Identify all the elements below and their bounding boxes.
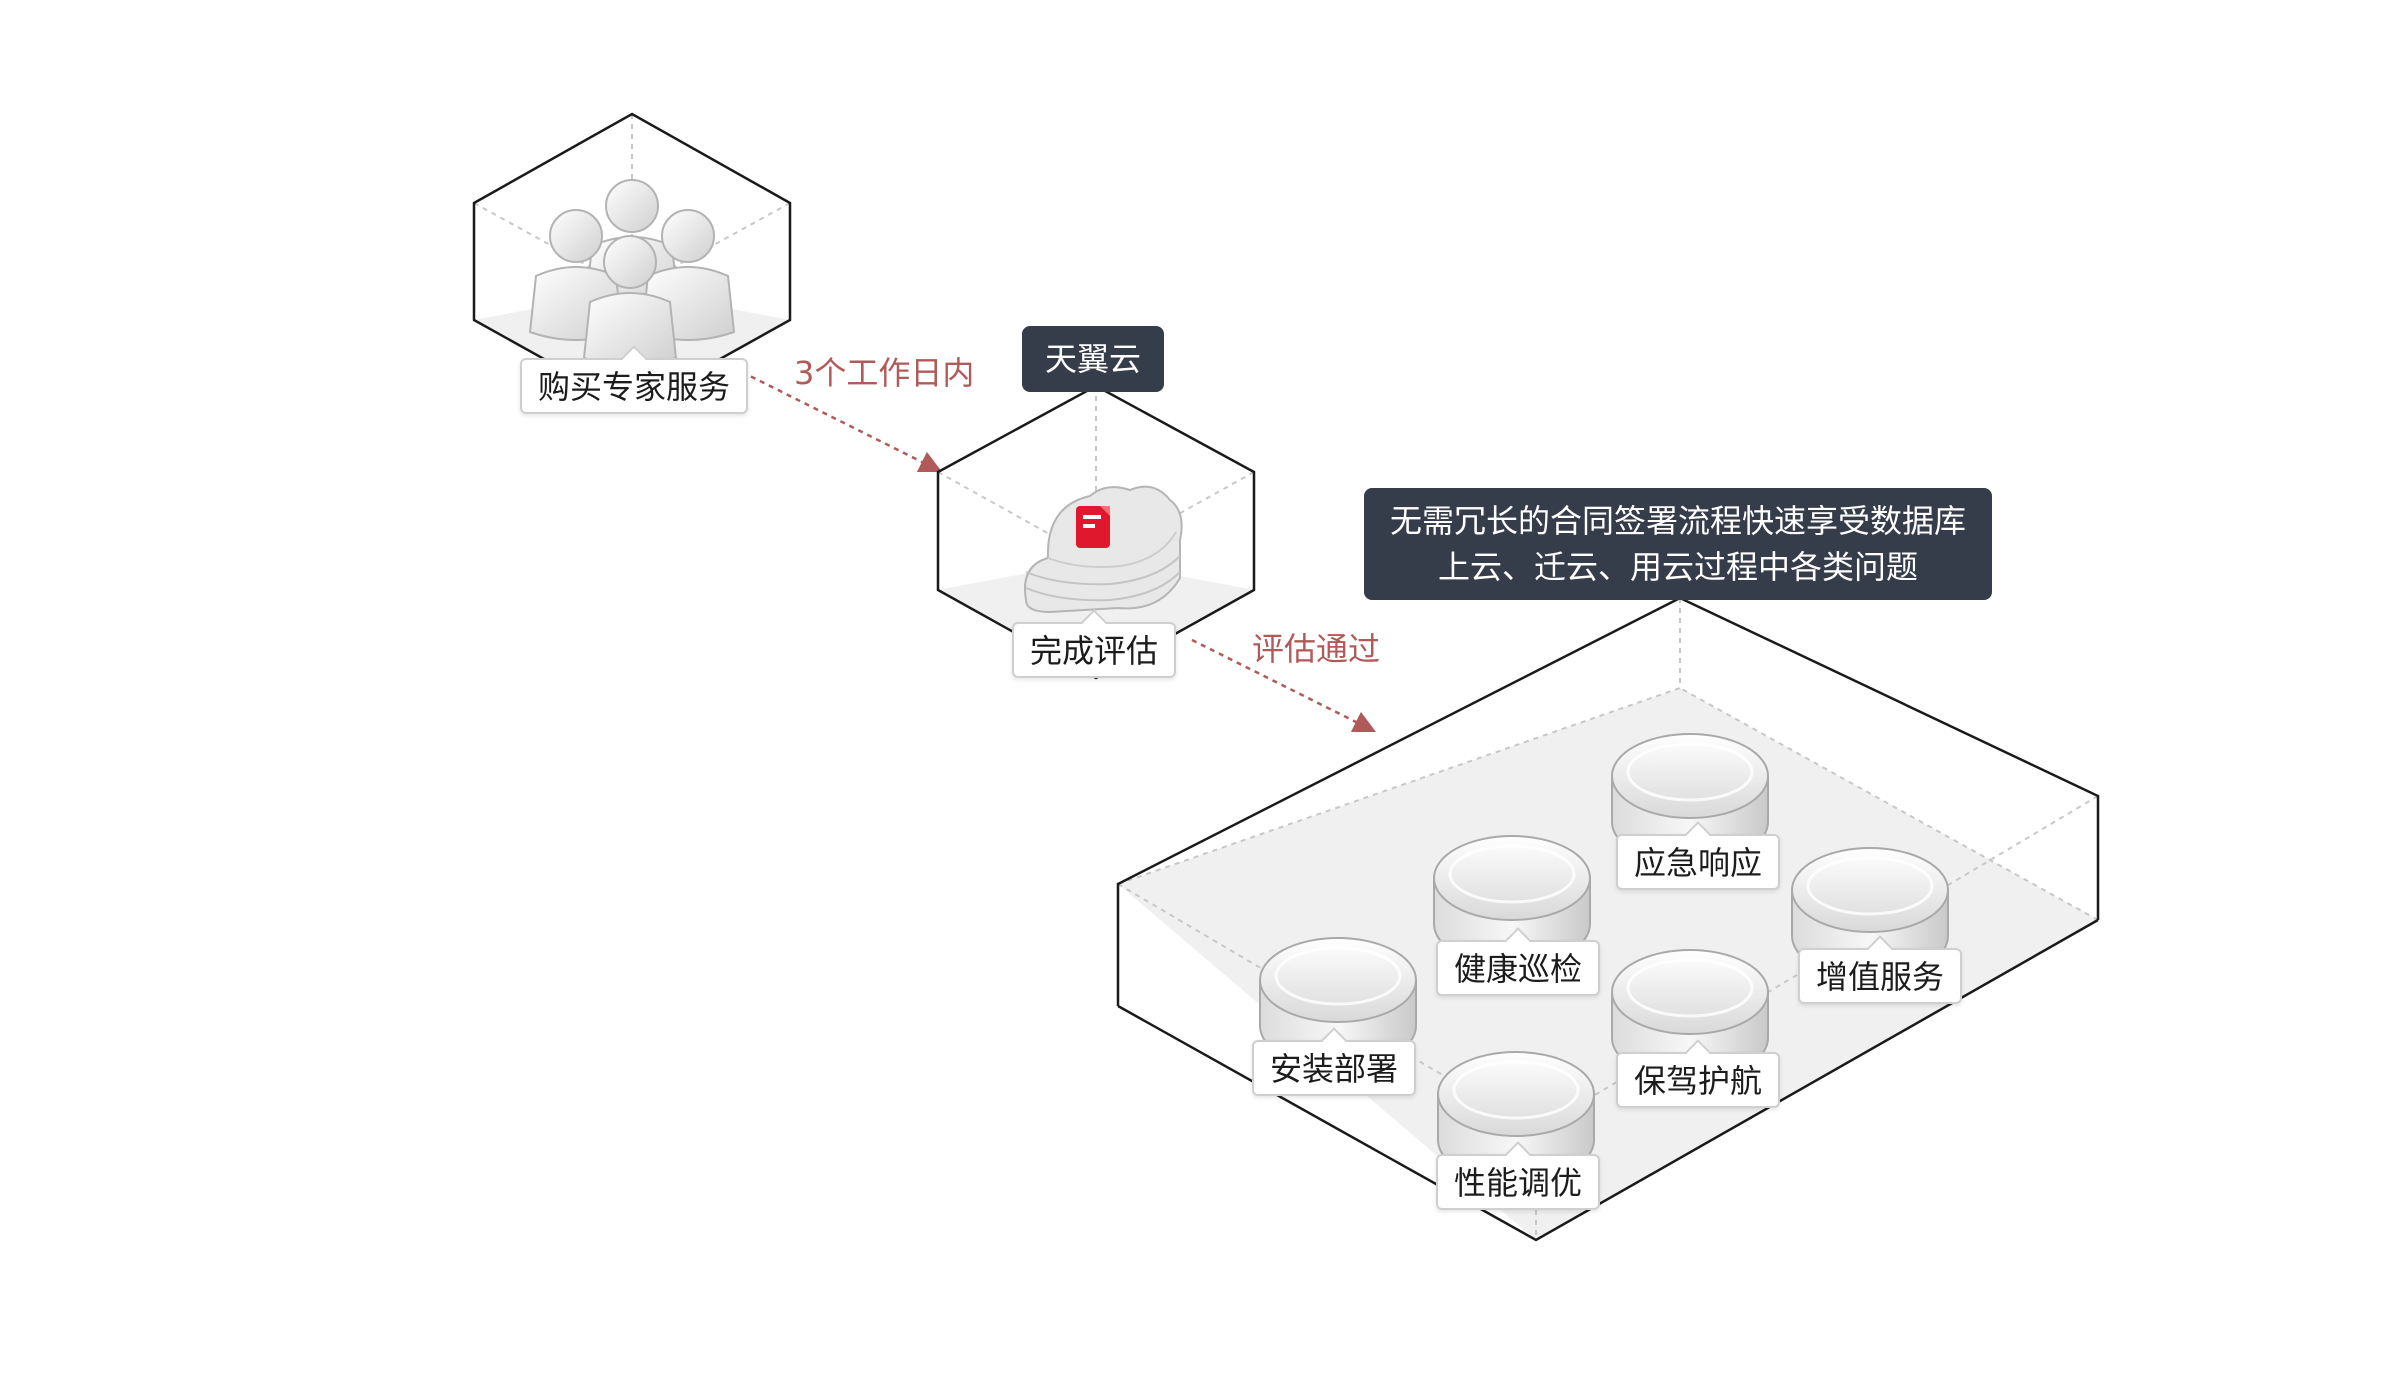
- cloud-database-icon: [1024, 485, 1183, 614]
- service-label-health-inspection: 健康巡检: [1436, 940, 1601, 996]
- arrow-line-1: [741, 370, 943, 473]
- platform-title: 无需冗长的合同签署流程快速享受数据库 上云、迁云、用云过程中各类问题: [1364, 488, 1992, 600]
- brand-logo-icon: [1076, 506, 1110, 548]
- tianyi-cloud-badge: 天翼云: [1022, 326, 1164, 392]
- service-label-value-added: 增值服务: [1798, 948, 1963, 1004]
- service-label-escort: 保驾护航: [1616, 1052, 1781, 1108]
- arrow-2-label: 评估通过: [1252, 630, 1381, 668]
- platform-title-line-1: 无需冗长的合同签署流程快速享受数据库: [1389, 502, 1966, 540]
- service-label-installation: 安装部署: [1252, 1040, 1417, 1096]
- person-icon: [582, 235, 678, 367]
- arrow-1-label: 3个工作日内: [794, 354, 975, 392]
- arrow-line-2: [1191, 638, 1377, 733]
- people-group-icon: [528, 179, 736, 367]
- platform-title-line-2: 上云、迁云、用云过程中各类问题: [1437, 548, 1918, 586]
- service-label-emergency-response: 应急响应: [1616, 834, 1781, 890]
- service-label-performance-tuning: 性能调优: [1436, 1154, 1601, 1210]
- expert-service-label: 购买专家服务: [520, 358, 749, 414]
- assessment-done-label: 完成评估: [1012, 622, 1177, 678]
- service-platform-box: [1116, 596, 2100, 1242]
